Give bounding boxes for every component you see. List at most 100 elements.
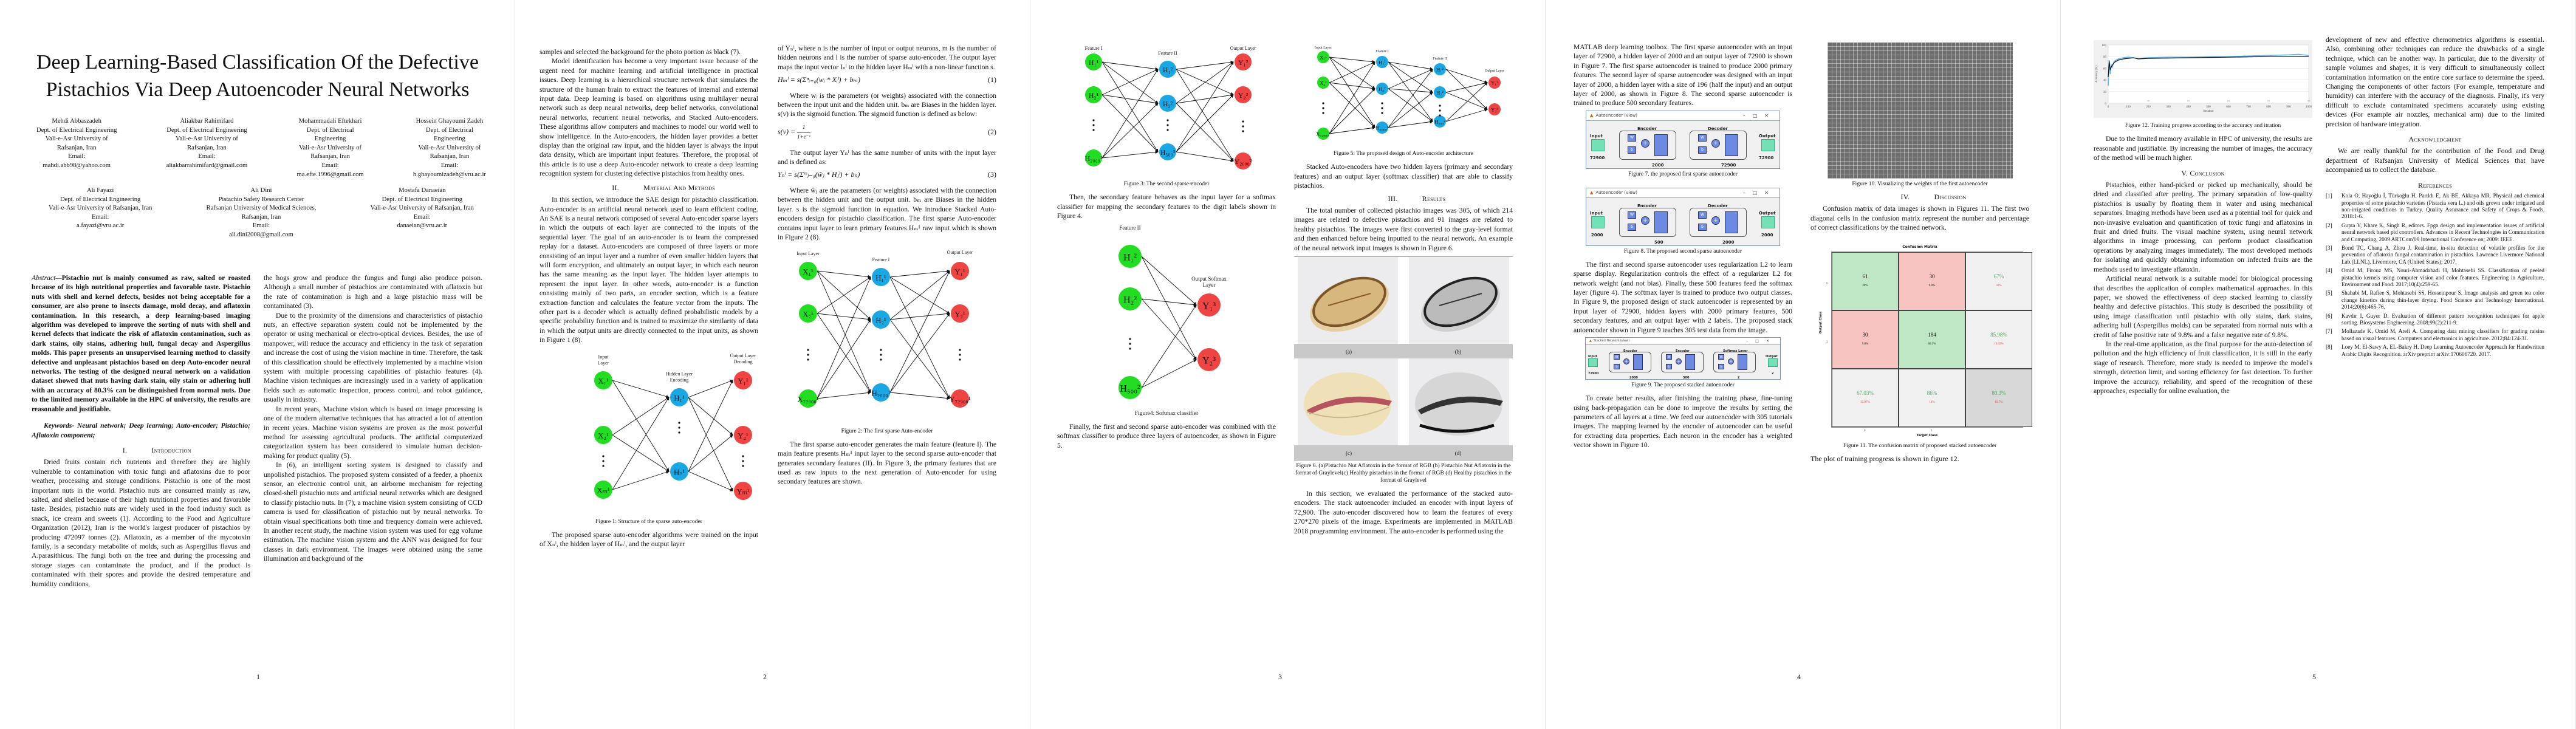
left-column: samples and selected the background for … <box>540 47 758 549</box>
author-name: Mohammadali Eftekhari <box>298 118 362 125</box>
author-affiliation: Vali-e-Asr University of <box>45 135 108 143</box>
encoder-2-block <box>1661 352 1704 373</box>
cell-correct-percent: 67% <box>1993 273 2004 279</box>
section-heading-introduction: I.Introduction <box>32 446 250 455</box>
input-size: 72900 <box>1588 372 1599 376</box>
output-node-label: Y₂¹ <box>954 310 965 319</box>
y-tick-label: 60 <box>2103 67 2107 70</box>
x-axis-label: Target Class <box>1916 434 1938 438</box>
feature-1-node <box>1376 56 1388 68</box>
ellipsis-dot <box>959 349 961 351</box>
softmax-size: 2 <box>1738 376 1740 380</box>
layer-label: Feature II <box>1433 57 1447 61</box>
input-node <box>799 304 817 323</box>
x-tick: 0 <box>1864 428 1866 432</box>
paragraph: MATLAB deep learning toolbox. The first … <box>1574 43 1792 108</box>
pistachio-gray-healthy-image <box>1409 358 1509 446</box>
ellipsis-dot <box>678 426 680 429</box>
ellipsis-dot <box>959 358 961 361</box>
reference-number: [8] <box>2326 344 2332 351</box>
abstract: Abstract—Pistachio nut is mainly consume… <box>32 273 250 414</box>
connection-arrow <box>1176 151 1234 162</box>
output-node <box>734 371 752 389</box>
feature-2-node <box>1434 63 1446 75</box>
ellipsis-dot <box>602 464 605 467</box>
figure-7-matlab-window: ▲Autoencoder (view)–□✕ Encoder Decoder I… <box>1586 110 1780 169</box>
reference-text: Shahabi M, Rafiee S, Mohtasebi SS, Hosse… <box>2341 290 2544 310</box>
connection-arrow <box>1101 103 1159 159</box>
section-title: Introduction <box>151 445 191 454</box>
hidden-node-label: H₂¹ <box>875 317 886 325</box>
x-axis-label: Iteration <box>2204 110 2214 113</box>
connection-arrow <box>1329 56 1375 64</box>
encoder-label: Encoder <box>1637 126 1657 131</box>
window-controls[interactable]: –□✕ <box>1746 338 1776 343</box>
confusion-cell: 86%14% <box>1899 369 1965 428</box>
ellipsis-dot <box>602 454 605 457</box>
cell-error-percent: 33% <box>1996 284 2002 288</box>
hidden-node <box>872 268 890 287</box>
connection-arrow <box>1141 256 1197 360</box>
figure-9-caption: Figure 9. The proposed stacked autoencod… <box>1631 382 1735 389</box>
window-controls[interactable]: –□✕ <box>1742 112 1776 118</box>
author-affiliation: Email: <box>68 153 86 160</box>
encoder-block <box>1619 130 1676 160</box>
input-node-label: H₁¹ <box>1089 58 1099 67</box>
input-size: 2000 <box>1591 232 1603 238</box>
author-affiliation: Email: <box>413 213 431 221</box>
x-tick: 1 <box>1931 428 1933 432</box>
bias-block: b <box>1698 223 1707 231</box>
output-node <box>734 481 752 500</box>
connection-arrow <box>1329 126 1375 134</box>
section-title: Discussion <box>1934 193 1967 201</box>
connection-arrow <box>1445 69 1488 110</box>
author-email: h.ghayoumizadeh@vru.ac.ir <box>413 171 486 178</box>
encoder-size: 2000 <box>1652 162 1664 168</box>
connection-arrow <box>1388 69 1433 89</box>
ellipsis-dot <box>1166 129 1169 131</box>
input-node <box>1085 86 1102 103</box>
smoothed-accuracy-line <box>2108 56 2309 77</box>
input-size: 72900 <box>1590 155 1605 160</box>
output-node <box>1235 152 1252 169</box>
author-affiliation: Rafsanjan, Iran <box>187 144 227 151</box>
x-tick-label: 0 <box>2108 106 2109 109</box>
connection-arrow <box>612 397 670 435</box>
decoder-block <box>1690 207 1747 237</box>
connection-arrow <box>817 391 871 399</box>
window-controls[interactable]: –□✕ <box>1742 190 1776 196</box>
connection-arrow <box>688 397 733 436</box>
connection-arrow <box>889 277 950 400</box>
photo-row <box>1294 257 1513 344</box>
sum-node: + <box>1641 216 1649 225</box>
input-node <box>594 371 612 389</box>
output-node-label: Y₂₀₀₀² <box>1235 157 1252 166</box>
output-node <box>951 389 969 408</box>
connection-arrow <box>1329 56 1375 89</box>
hidden-node <box>670 462 688 481</box>
reference-item: [3]Bond TC, Chang A, Zhou J. Real-time, … <box>2326 245 2544 265</box>
window-titlebar: ▲Stacked Network (view)–□✕ <box>1586 338 1780 346</box>
hidden-node-label: H₁² <box>1163 66 1173 74</box>
reference-number: [1] <box>2326 193 2332 199</box>
window-titlebar: ▲Autoencoder (view)–□✕ <box>1586 188 1780 198</box>
plot-area <box>2108 44 2309 104</box>
author-name: Aliakbar Rahimifard <box>180 118 234 125</box>
connection-arrow <box>1388 61 1433 70</box>
figure-4-caption: Figure4: Softmax classifier <box>1134 410 1199 417</box>
paragraph: The total number of collected pistachio … <box>1294 207 1513 252</box>
paragraph: Then, the secondary feature behaves as t… <box>1057 193 1276 221</box>
paragraph: In this section, we introduce the SAE de… <box>540 196 758 344</box>
figure-9-matlab-window: ▲Stacked Network (view)–□✕ Encoder Encod… <box>1585 337 1781 380</box>
figure-10-caption: Figure 10. Visualizing the weights of th… <box>1852 180 1988 187</box>
paragraph: In recent years, Machine vision which is… <box>264 405 482 460</box>
connection-arrow <box>1388 120 1433 128</box>
reference-text: Bond TC, Chang A, Zhou J. Real-time, in-… <box>2341 244 2544 265</box>
